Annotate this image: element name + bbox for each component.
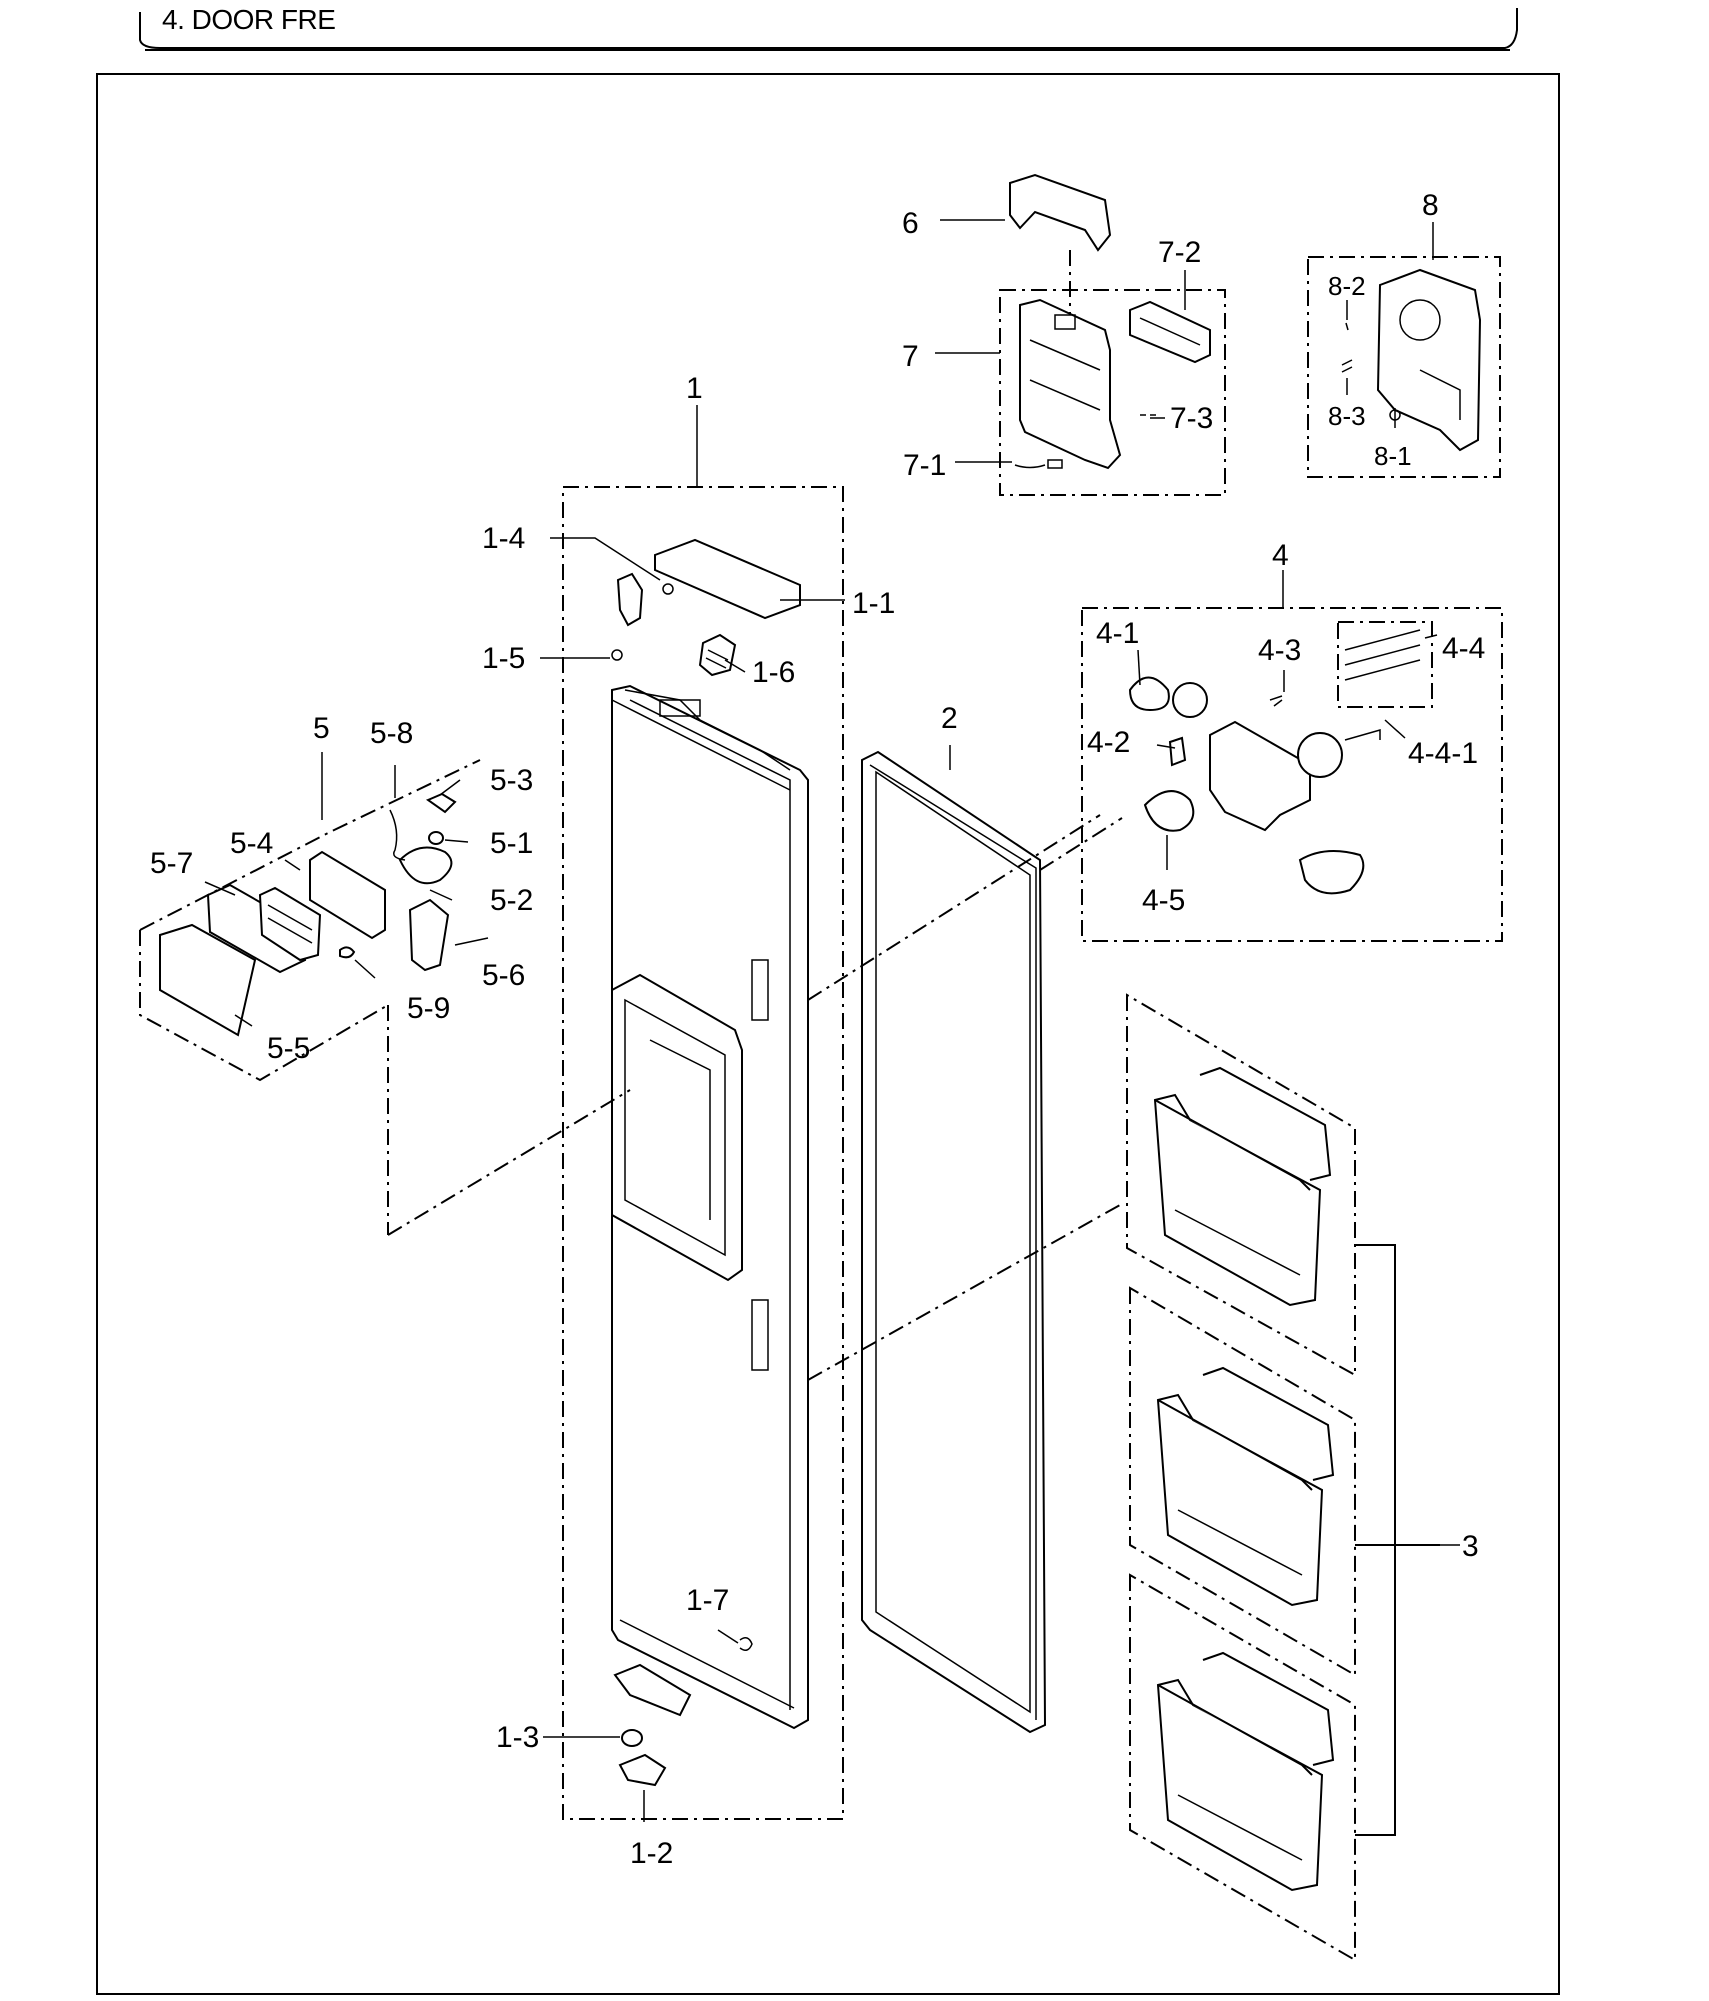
part-1-4-bracket bbox=[616, 572, 644, 627]
part-4-housing bbox=[1209, 720, 1311, 832]
dispenser-assembly bbox=[139, 759, 481, 1082]
part-4-2-latch bbox=[1168, 736, 1187, 767]
callout-3: 3 bbox=[1462, 1530, 1479, 1563]
section-title: 4. DOOR FRE bbox=[162, 4, 336, 35]
part-4-gear-2 bbox=[1172, 682, 1208, 718]
part-7-1-wire bbox=[1014, 464, 1046, 469]
part-4-3-pin bbox=[1269, 695, 1283, 707]
callout-1-3: 1-3 bbox=[496, 1721, 539, 1754]
part-6-bucket-cover bbox=[1009, 173, 1112, 252]
callout-4-4: 4-4 bbox=[1442, 632, 1485, 665]
part-4-1-gear bbox=[1128, 676, 1170, 712]
callout-5-6: 5-6 bbox=[482, 959, 525, 992]
callout-4-3: 4-3 bbox=[1258, 634, 1301, 667]
part-7-ice-maker bbox=[1019, 298, 1122, 470]
callout-8: 8 bbox=[1422, 189, 1439, 222]
callout-labels: 1 1-1 1-2 1-3 1-4 1-5 1-6 1-7 2 3 4 4-1 … bbox=[150, 189, 1485, 1870]
dispenser-group-box bbox=[139, 759, 481, 1082]
callout-8-1: 8-1 bbox=[1374, 441, 1412, 471]
callout-5-9: 5-9 bbox=[407, 992, 450, 1025]
part-5-2-motor bbox=[398, 846, 453, 885]
callout-8-3: 8-3 bbox=[1328, 401, 1366, 431]
callout-1-4: 1-4 bbox=[482, 522, 525, 555]
part-5-7-cover bbox=[206, 883, 307, 974]
leader-lines bbox=[204, 219, 1460, 1822]
ice-maker-group-box bbox=[999, 289, 1226, 496]
diagram-frame bbox=[96, 73, 1560, 1995]
bin-group-2 bbox=[1129, 1286, 1356, 1677]
callout-6: 6 bbox=[902, 207, 919, 240]
callout-7: 7 bbox=[902, 340, 919, 373]
part-1-2-lower-hinge bbox=[613, 1663, 692, 1717]
door-group-box bbox=[562, 486, 844, 1820]
callout-4-4-1: 4-4-1 bbox=[1408, 737, 1478, 770]
part-1-7-hinge bbox=[739, 1637, 753, 1651]
part-5-4-board bbox=[258, 886, 322, 962]
door-assembly bbox=[562, 486, 844, 1820]
callout-4-1: 4-1 bbox=[1096, 617, 1139, 650]
callout-5-2: 5-2 bbox=[490, 884, 533, 917]
part-8-auger-housing bbox=[1376, 268, 1482, 452]
callout-5-3: 5-3 bbox=[490, 764, 533, 797]
callout-4-5: 4-5 bbox=[1142, 884, 1185, 917]
callout-4-2: 4-2 bbox=[1087, 726, 1130, 759]
part-5-9-spring bbox=[339, 946, 356, 959]
part-4-cup bbox=[1298, 850, 1365, 895]
part-8-2-pin bbox=[1345, 322, 1349, 331]
callout-5-5: 5-5 bbox=[267, 1032, 310, 1065]
part-5-8-wire bbox=[389, 809, 406, 861]
part-8-3-spring bbox=[1341, 359, 1353, 373]
bins-bracket bbox=[1355, 1244, 1440, 1836]
part-4-disc bbox=[1297, 732, 1343, 778]
callout-1-1: 1-1 bbox=[852, 587, 895, 620]
header-tab-frame bbox=[139, 8, 1518, 51]
part-5-5-panel bbox=[159, 923, 257, 1037]
callout-7-3: 7-3 bbox=[1170, 402, 1213, 435]
callout-7-1: 7-1 bbox=[903, 449, 946, 482]
callout-1-6: 1-6 bbox=[752, 656, 795, 689]
callout-1-7: 1-7 bbox=[686, 1584, 729, 1617]
callout-5-8: 5-8 bbox=[370, 717, 413, 750]
ice-maker-top-assembly bbox=[999, 173, 1226, 496]
callout-8-2: 8-2 bbox=[1328, 271, 1366, 301]
callout-5-4: 5-4 bbox=[230, 827, 273, 860]
callout-1-5: 1-5 bbox=[482, 642, 525, 675]
part-4-5-shaft bbox=[1143, 790, 1195, 832]
part-5-6-lever bbox=[408, 898, 450, 972]
part-5-4-frame bbox=[309, 850, 386, 940]
part-5-3-plate bbox=[425, 792, 457, 814]
dispenser-motor-group-box bbox=[1081, 607, 1503, 942]
bin-group-3 bbox=[1129, 1573, 1356, 1962]
auger-group-box bbox=[1307, 256, 1501, 478]
callout-1-2: 1-2 bbox=[630, 1837, 673, 1870]
callout-2: 2 bbox=[941, 702, 958, 735]
callout-5-7: 5-7 bbox=[150, 847, 193, 880]
door-gasket bbox=[861, 750, 1047, 1734]
callout-1: 1 bbox=[686, 372, 703, 405]
bin-group-1 bbox=[1126, 993, 1356, 1377]
callout-7-2: 7-2 bbox=[1158, 236, 1201, 269]
part-1-1-cover bbox=[654, 538, 801, 620]
callout-5: 5 bbox=[313, 712, 330, 745]
dispenser-motor-assembly bbox=[1081, 607, 1503, 942]
section-header: 4. DOOR FRE bbox=[130, 0, 1520, 54]
part-4-4-group-box bbox=[1337, 621, 1433, 708]
door-bins bbox=[1126, 993, 1440, 1962]
part-1-3-washer bbox=[621, 1729, 643, 1747]
part-5-1-cap bbox=[428, 831, 444, 845]
callout-4: 4 bbox=[1272, 539, 1289, 572]
callout-5-1: 5-1 bbox=[490, 827, 533, 860]
